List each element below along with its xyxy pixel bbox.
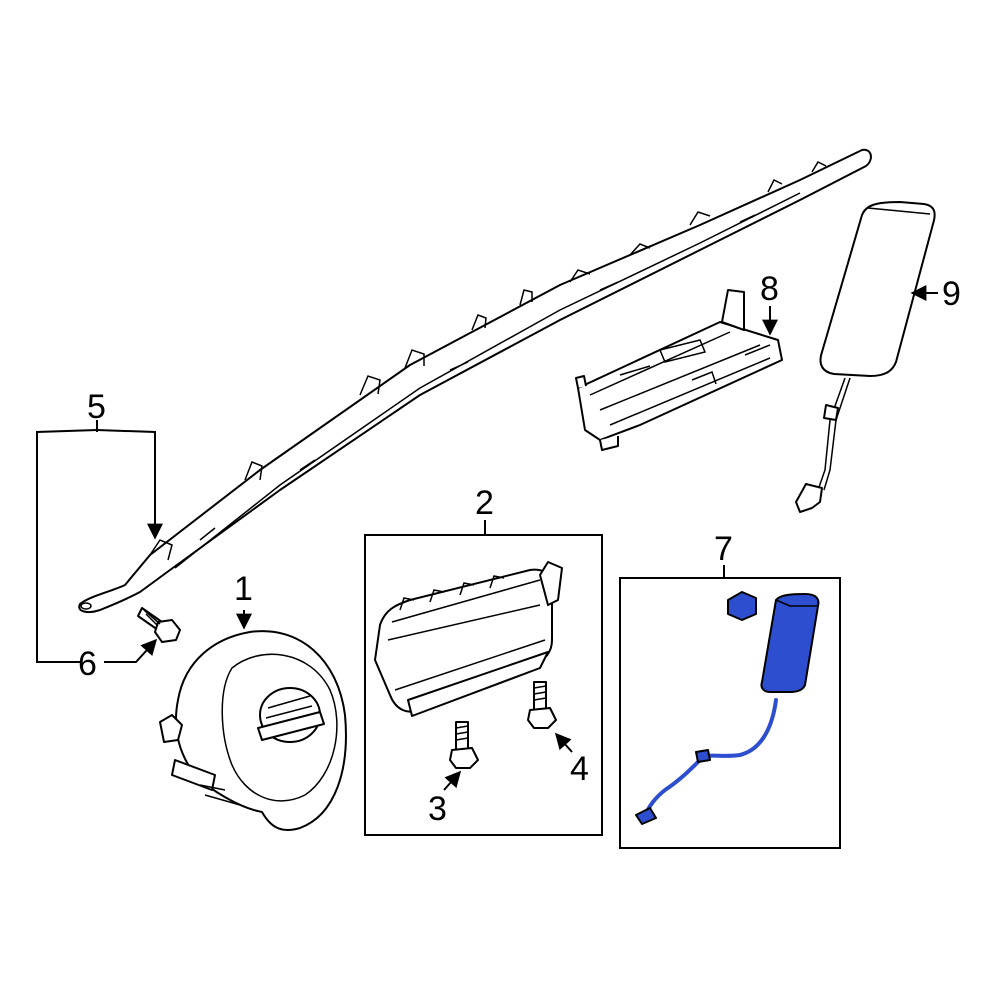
callout-3-arrow: [443, 770, 462, 791]
callout-4-arrow: [554, 732, 573, 753]
callout-3: 3: [428, 790, 447, 828]
callout-8: 8: [760, 270, 779, 308]
side-airbag: [795, 201, 936, 513]
curtain-bolt: [137, 607, 181, 643]
callout-6: 6: [78, 645, 97, 683]
callout-5-6-bracket: [36, 420, 163, 663]
callout-1: 1: [234, 570, 253, 608]
curtain-airbag: [78, 148, 872, 613]
knee-airbag-highlighted: [635, 591, 820, 825]
passenger-airbag-box: [364, 534, 603, 836]
airbag-control-module: [575, 289, 783, 451]
callout-7: 7: [714, 530, 733, 568]
driver-airbag: [159, 630, 347, 831]
callout-5: 5: [87, 388, 106, 426]
callout-9: 9: [942, 275, 961, 313]
callout-4: 4: [570, 750, 589, 788]
passenger-bolt-3: [449, 721, 479, 769]
passenger-bolt-4: [527, 681, 557, 729]
knee-airbag-box: [619, 577, 841, 849]
passenger-airbag: [374, 561, 563, 717]
callout-2: 2: [475, 484, 494, 522]
